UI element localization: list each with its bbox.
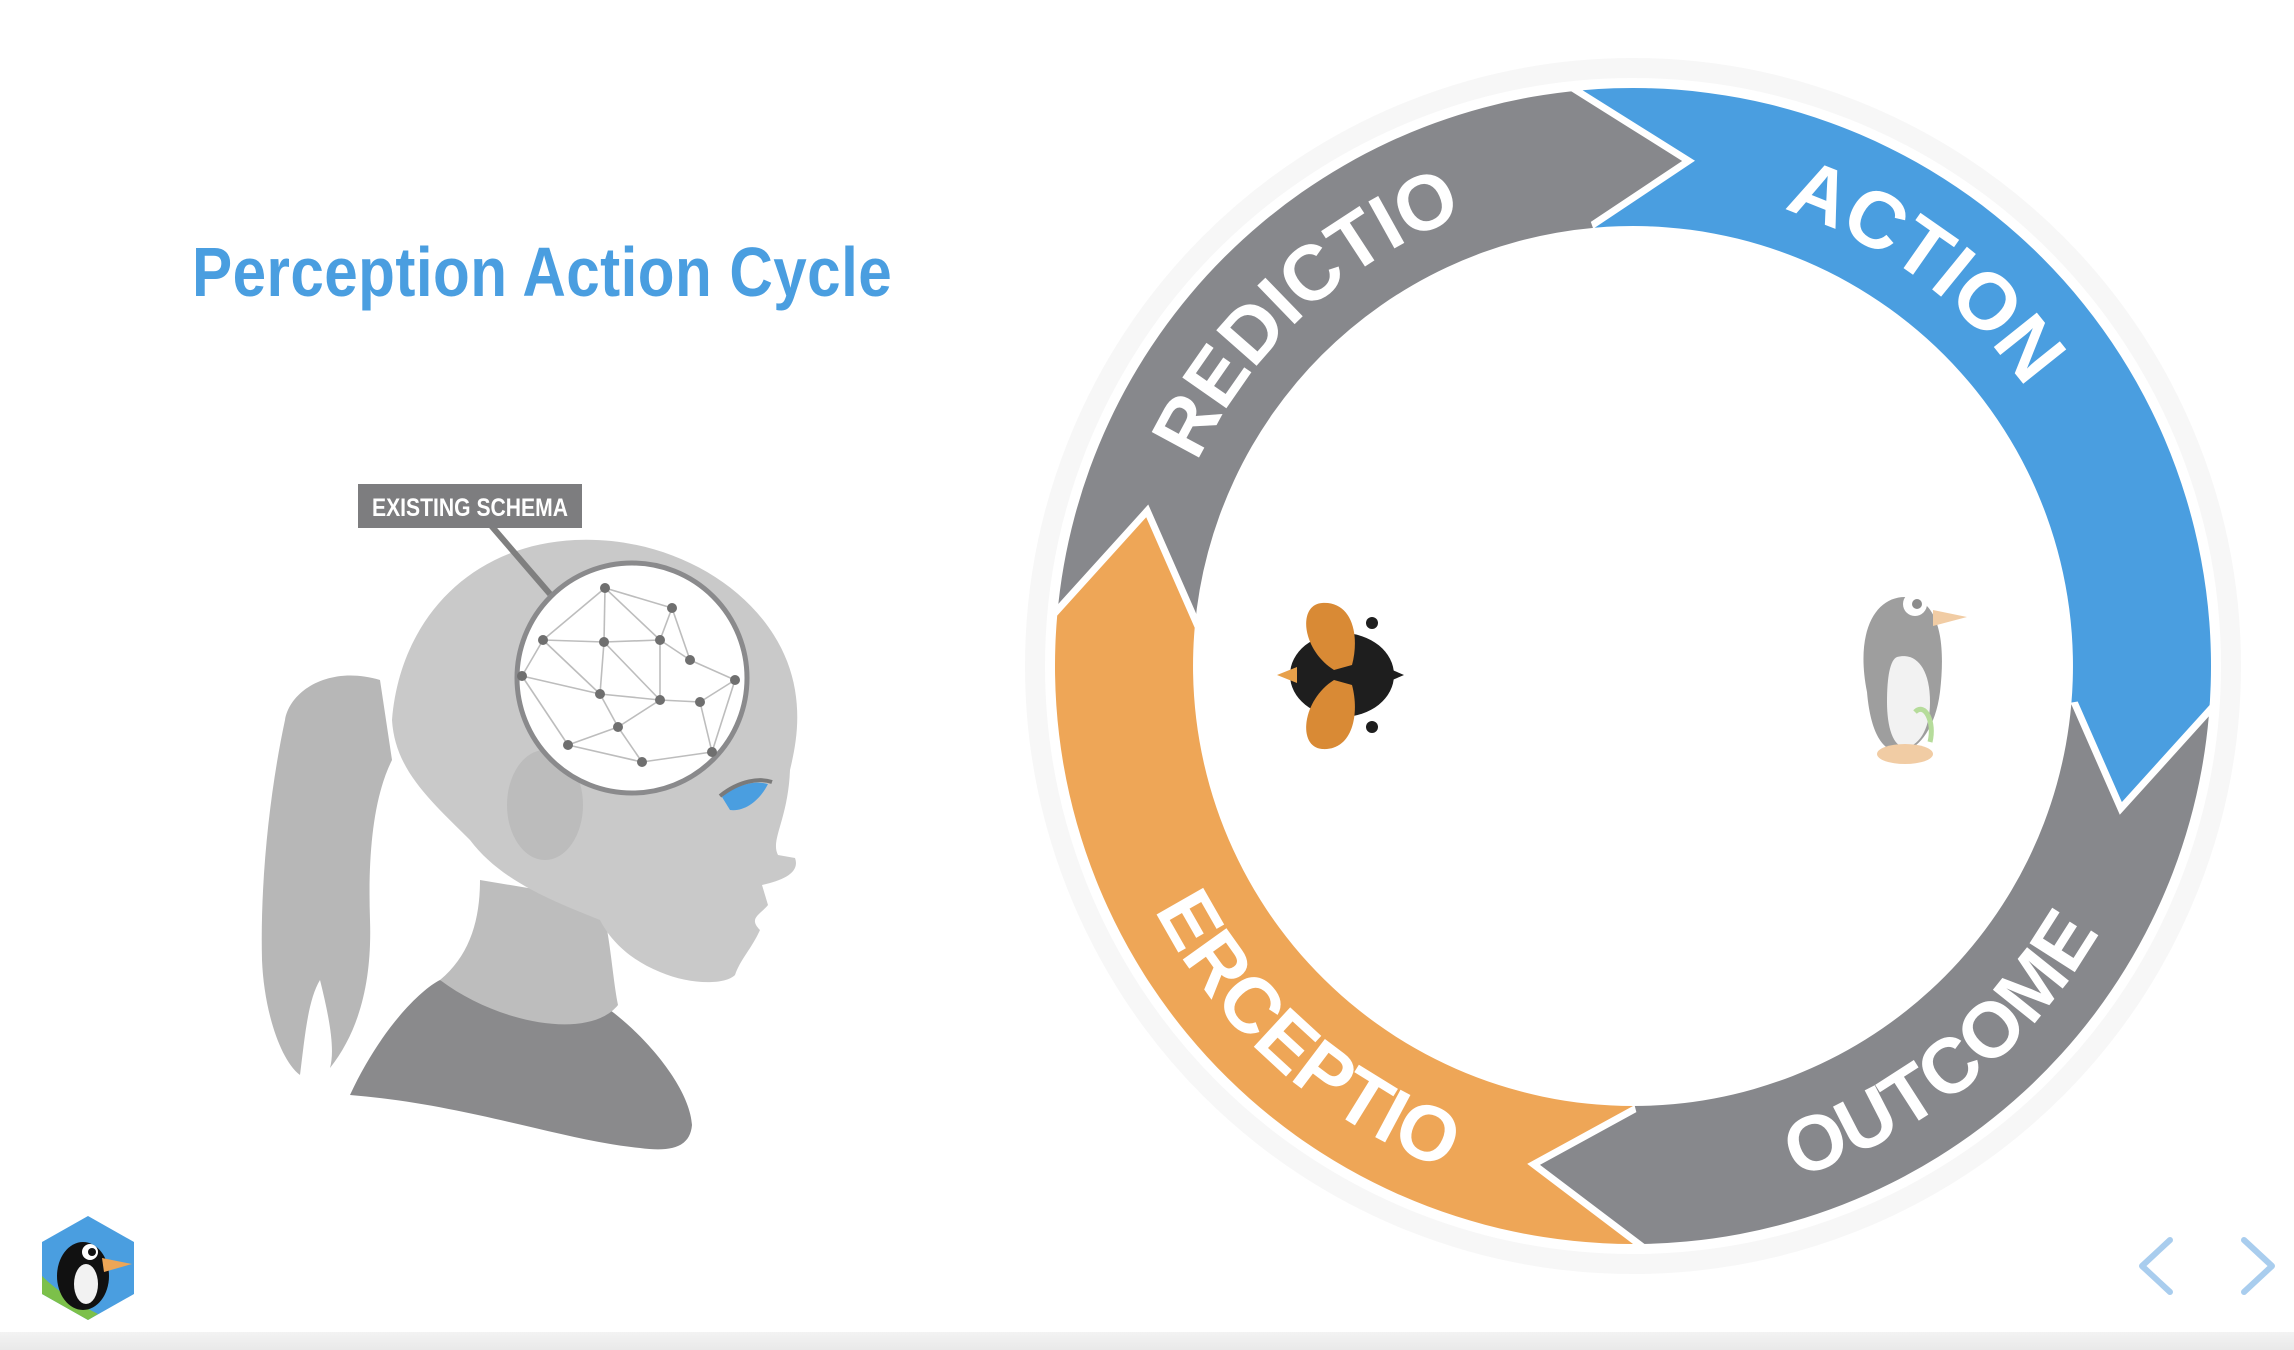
slide-title: Perception Action Cycle bbox=[192, 233, 893, 311]
prev-slide-button[interactable] bbox=[2128, 1236, 2188, 1296]
schema-network bbox=[517, 583, 740, 767]
neck-shape bbox=[440, 880, 618, 1025]
segment-outcome bbox=[1514, 696, 2218, 1252]
schema-circle bbox=[514, 560, 750, 796]
schema-label: EXISTING SCHEMA bbox=[372, 494, 568, 522]
schema-pointer-line bbox=[485, 520, 553, 596]
segment-perception bbox=[1048, 504, 1654, 1252]
chevron-right-icon bbox=[2241, 1237, 2275, 1295]
penguin-figure-icon bbox=[1863, 592, 1967, 764]
shirt-shape bbox=[350, 980, 692, 1150]
label-perception: PERCEPTION bbox=[0, 0, 1474, 1185]
segment-action bbox=[1561, 81, 2218, 828]
flying-bird-icon bbox=[1277, 602, 1404, 750]
eye-shape bbox=[722, 782, 768, 811]
eye-lid bbox=[718, 778, 773, 798]
cycle-outer-halo bbox=[1025, 58, 2241, 1274]
bottom-bar bbox=[0, 1332, 2294, 1350]
next-slide-button[interactable] bbox=[2226, 1236, 2286, 1296]
ear-shape bbox=[507, 750, 583, 860]
schema-label-box bbox=[358, 484, 582, 528]
ponytail-shape bbox=[261, 675, 392, 1075]
chevron-left-icon bbox=[2139, 1237, 2173, 1295]
segment-prediction bbox=[1048, 83, 1708, 636]
penguin-logo-icon[interactable] bbox=[38, 1214, 138, 1322]
